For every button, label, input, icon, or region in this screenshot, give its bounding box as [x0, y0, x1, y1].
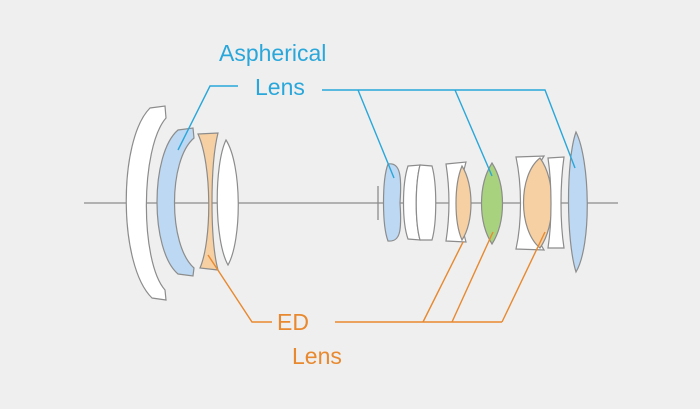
front-aspherical-lens	[156, 127, 195, 277]
ed-leader-front	[207, 254, 272, 323]
front-ed-lens	[197, 132, 219, 271]
ed-label-line1: ED	[277, 309, 309, 335]
aspherical-label-line1: Aspherical	[219, 40, 327, 66]
aspherical-label-line2: Lens	[255, 74, 305, 100]
aspherical-leader-rear	[322, 89, 576, 169]
front-meniscus-lens	[125, 105, 167, 301]
aspherical-leader-front	[177, 85, 238, 151]
rear-aspherical-lens-1	[382, 163, 402, 242]
aspherical-leader-special	[454, 89, 493, 177]
rear-aspherical-lens-2	[567, 130, 588, 274]
rear-flat-lens	[547, 156, 565, 249]
ed-leader-rear-2	[501, 231, 546, 323]
ed-callout-lines	[207, 231, 546, 323]
ed-leader-special	[451, 231, 494, 323]
rear-ed-lens-1	[455, 164, 472, 242]
rear-doublet-rear-lens	[415, 164, 437, 241]
aspherical-callout-lines	[177, 85, 576, 179]
aspherical-leader-rear-1	[357, 89, 395, 179]
rear-special-lens	[480, 161, 504, 246]
front-convex-lens	[216, 138, 239, 267]
ed-leader-rear-1	[422, 241, 464, 323]
ed-label-line2: Lens	[292, 343, 342, 369]
